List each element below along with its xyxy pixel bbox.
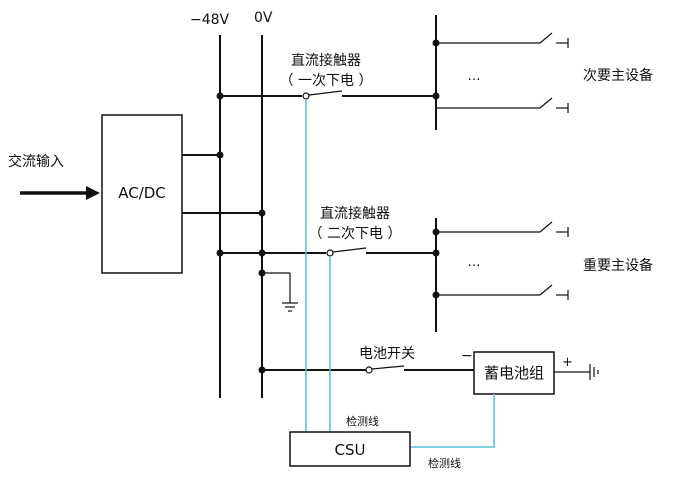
contactor2-subtitle: （ 二次下电 ） bbox=[309, 226, 402, 242]
csu-label: CSU bbox=[335, 441, 366, 459]
battery-switch-blade bbox=[371, 365, 405, 370]
node bbox=[258, 366, 266, 374]
node bbox=[216, 151, 224, 159]
important-equipment-label: 重要主设备 bbox=[583, 257, 653, 274]
contactor1-terminal bbox=[302, 92, 310, 100]
load2-switch-top bbox=[539, 221, 553, 233]
load2-switch-bottom bbox=[539, 284, 553, 296]
load1-switch-bottom bbox=[539, 97, 553, 109]
contactor2-title: 直流接触器 bbox=[320, 205, 390, 222]
node bbox=[432, 249, 440, 257]
node bbox=[258, 209, 266, 217]
battery-switch-label: 电池开关 bbox=[359, 346, 415, 362]
battery-plus-label: + bbox=[562, 355, 573, 370]
bus-0v-label: 0V bbox=[254, 10, 273, 26]
contactor2-blade bbox=[332, 247, 367, 253]
battery-switch-terminal bbox=[365, 366, 373, 374]
detect-line-battery bbox=[410, 394, 495, 448]
node bbox=[258, 249, 266, 257]
node bbox=[216, 249, 224, 257]
detect-line-label-2: 检测线 bbox=[428, 456, 461, 470]
load1-switch-top bbox=[539, 32, 553, 44]
bus-neg48-label: −48V bbox=[190, 12, 230, 28]
acdc-converter-box bbox=[101, 114, 183, 274]
ac-input-arrow-head bbox=[86, 186, 100, 200]
contactor1-blade bbox=[308, 90, 343, 96]
battery-group-box bbox=[473, 351, 555, 395]
contactor1-title: 直流接触器 bbox=[291, 52, 361, 69]
battery-minus-label: − bbox=[461, 348, 473, 364]
node bbox=[258, 269, 266, 277]
contactor1-subtitle: （ 一次下电 ） bbox=[280, 73, 373, 89]
acdc-converter-label: AC/DC bbox=[118, 184, 166, 202]
battery-group-label: 蓄电池组 bbox=[484, 364, 544, 382]
contactor2-terminal bbox=[326, 249, 334, 257]
secondary-equipment-label: 次要主设备 bbox=[583, 67, 653, 84]
detect-line-label-1: 检测线 bbox=[346, 414, 379, 428]
node bbox=[216, 92, 224, 100]
load2-ellipsis: … bbox=[468, 255, 481, 270]
csu-box bbox=[289, 431, 411, 467]
load1-ellipsis: … bbox=[468, 69, 481, 84]
node bbox=[432, 92, 440, 100]
ac-input-label: 交流输入 bbox=[8, 153, 64, 170]
